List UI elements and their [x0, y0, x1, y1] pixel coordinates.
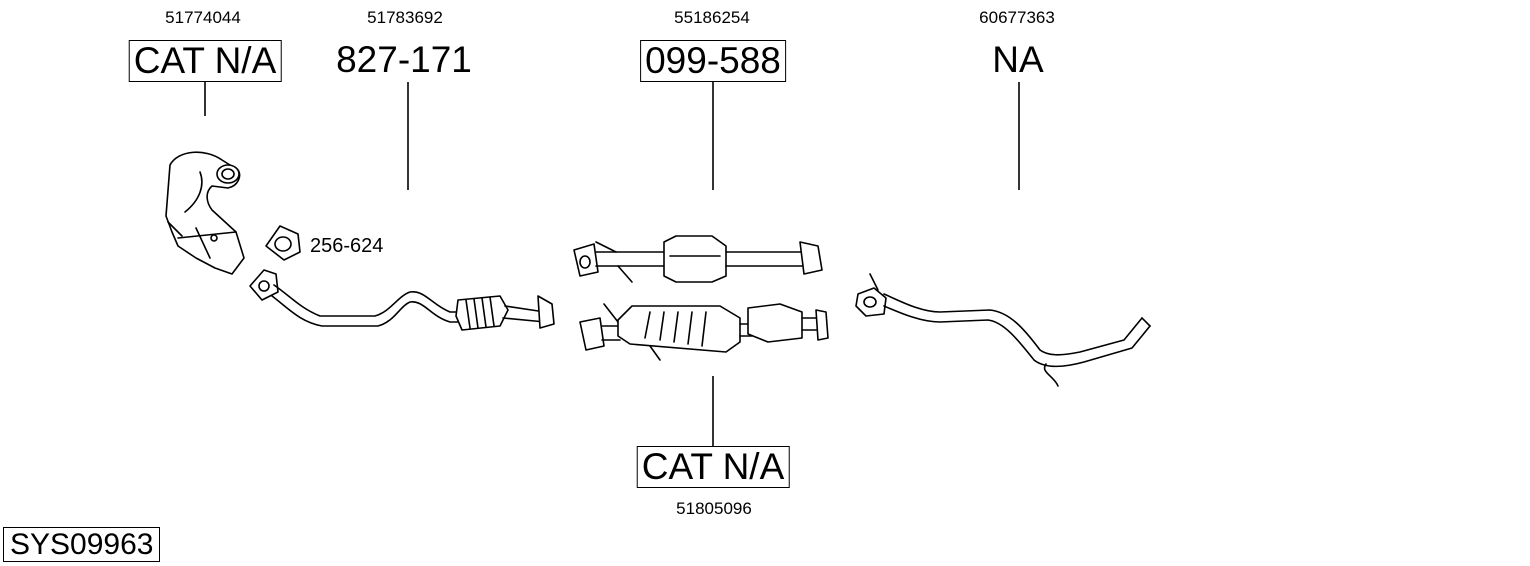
catalyst-silencer-part [579, 303, 829, 361]
part-number-3: 099-588 [640, 40, 786, 82]
oem-number-3: 55186254 [674, 8, 750, 27]
gasket-part-number: 256-624 [310, 235, 384, 257]
manifold-catalyst-part [165, 151, 245, 275]
tail-pipe-part [855, 273, 1151, 387]
part-number-4: NA [992, 39, 1044, 80]
gasket-part [265, 225, 301, 261]
oem-number-5: 51805096 [676, 499, 752, 518]
part-number-5: CAT N/A [636, 446, 790, 488]
oem-number-4: 60677363 [979, 8, 1055, 27]
front-pipe-part [249, 269, 555, 331]
part-number-1: CAT N/A [128, 40, 282, 82]
oem-number-2: 51783692 [367, 8, 443, 27]
oem-number-1: 51774044 [165, 8, 241, 27]
part-number-2: 827-171 [336, 39, 472, 80]
system-id-label: SYS09963 [3, 527, 161, 562]
intermediate-cat-pipe-part [573, 235, 823, 283]
